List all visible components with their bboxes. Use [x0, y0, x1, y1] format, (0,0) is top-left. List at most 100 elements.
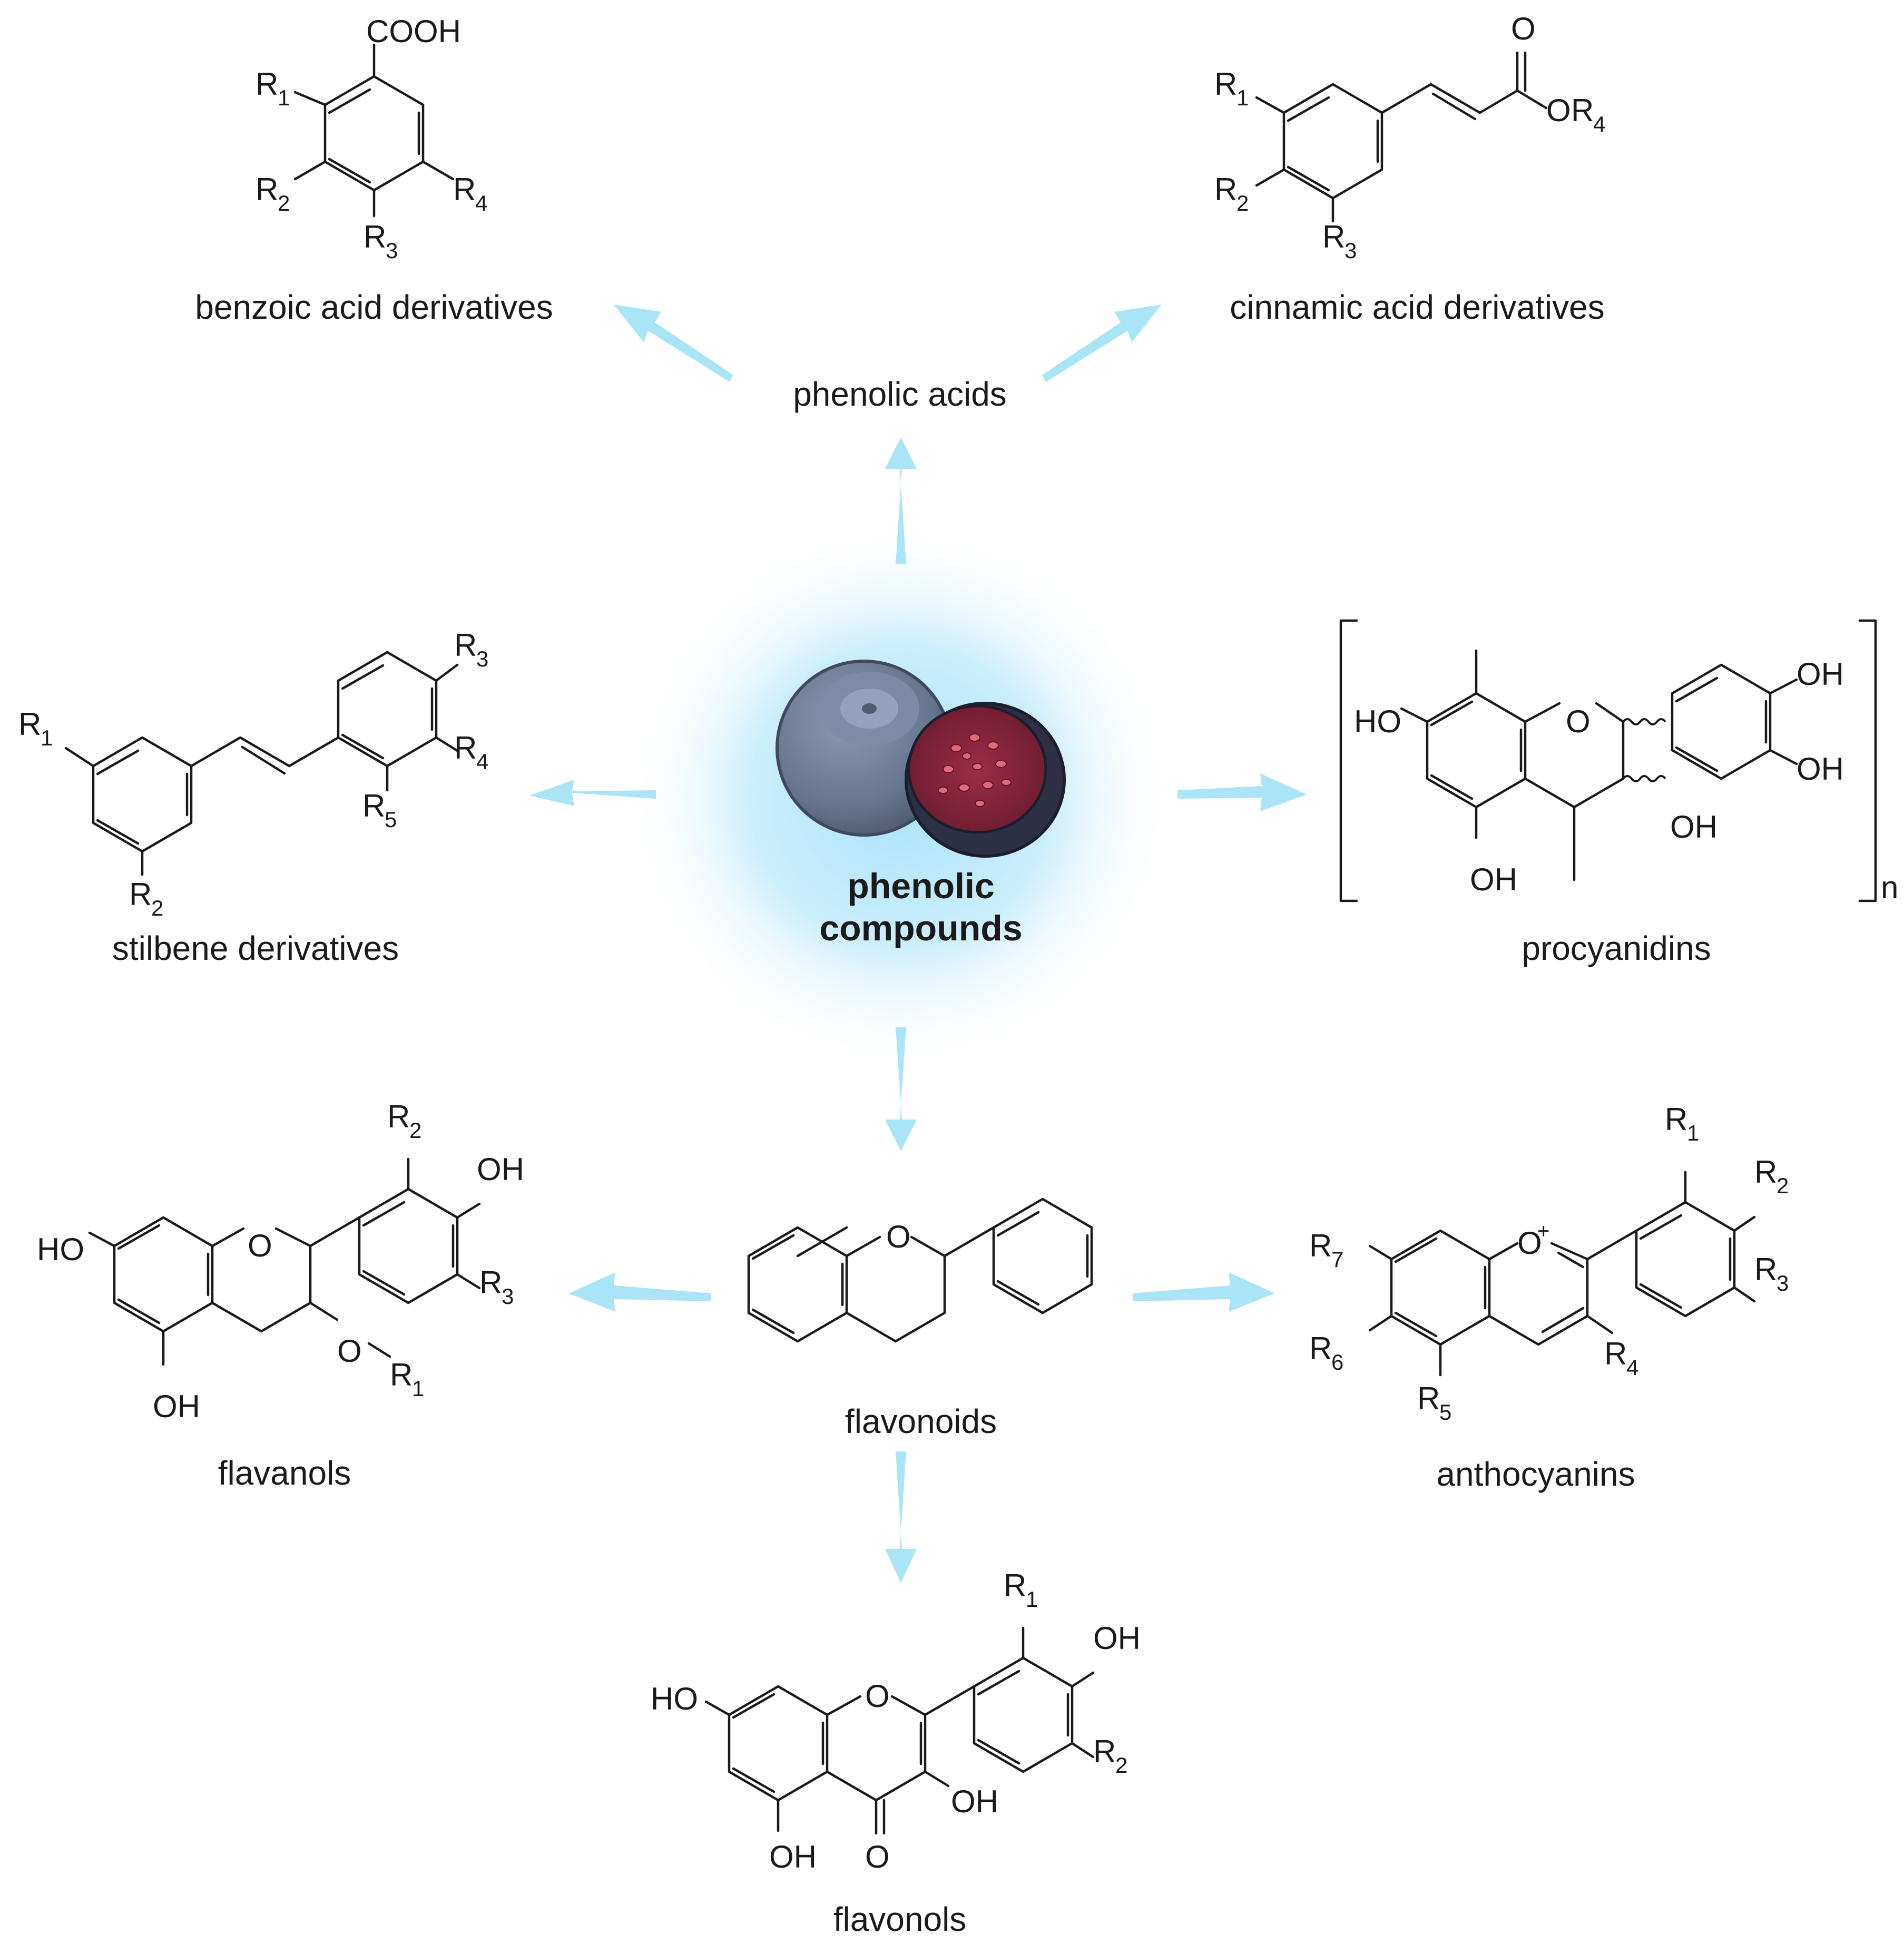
atom-o: O — [1511, 11, 1536, 46]
label-flavonoids: flavonoids — [845, 1402, 997, 1440]
sub-1: 1 — [41, 725, 53, 750]
sub-1: 1 — [412, 1376, 424, 1401]
sub-1: 1 — [1026, 1587, 1038, 1612]
arrow-to-anthocyanins — [1133, 1272, 1275, 1312]
arrow-to-flavonols — [885, 1451, 917, 1583]
sub-1: 1 — [1236, 85, 1249, 110]
sub-2: 2 — [151, 896, 163, 920]
center-node: phenolic compounds — [627, 522, 1175, 1069]
anthocyanins-structure: O + R 1 R 2 R 3 R 4 R 5 R 6 R 7 anthocya… — [1309, 1102, 1789, 1493]
label-cinnamic: cinnamic acid derivatives — [1230, 288, 1604, 326]
atom-r: R — [1754, 1154, 1777, 1190]
sub-1: 1 — [1687, 1121, 1699, 1145]
atom-o: O — [1546, 93, 1571, 128]
atom-o: O — [886, 1219, 911, 1254]
atom-oh: OH — [769, 1839, 817, 1874]
atom-r: R — [1093, 1734, 1116, 1769]
sub-4: 4 — [1626, 1355, 1638, 1380]
atom-cooh: COOH — [366, 14, 461, 49]
sub-3: 3 — [502, 1284, 514, 1309]
center-title-line1: phenolic — [847, 866, 995, 906]
atom-oh: OH — [153, 1389, 200, 1424]
atom-oh: OH — [1797, 751, 1844, 787]
atom-r: R — [1004, 1568, 1026, 1603]
atom-r: R — [362, 788, 385, 823]
sub-4: 4 — [476, 749, 488, 774]
sub-5: 5 — [385, 807, 397, 832]
atom-r: R — [1604, 1336, 1627, 1371]
berries-icon — [776, 660, 1066, 858]
sub-7: 7 — [1331, 1247, 1343, 1272]
sub-3: 3 — [1344, 238, 1357, 263]
atom-ho: HO — [37, 1232, 84, 1267]
label-procyanidins: procyanidins — [1522, 929, 1711, 967]
atom-oh: OH — [1670, 809, 1717, 845]
atom-ho: HO — [651, 1681, 698, 1716]
atom-r: R — [454, 730, 477, 765]
sub-4: 4 — [475, 191, 487, 215]
atom-r: R — [256, 172, 278, 207]
arrow-to-benzoic — [614, 305, 733, 382]
atom-oh: OH — [1093, 1621, 1141, 1656]
atom-r: R — [1309, 1228, 1332, 1263]
label-benzoic: benzoic acid derivatives — [195, 288, 553, 326]
atom-r: R — [1214, 66, 1237, 102]
sub-4: 4 — [1593, 112, 1605, 136]
atom-oh: OH — [477, 1152, 524, 1187]
flavonoids-structure: O flavonoids — [747, 1197, 1093, 1440]
label-stilbene: stilbene derivatives — [112, 929, 399, 967]
flavanols-structure: HO O OH O R 1 R 2 OH R 3 flavanols — [37, 1099, 524, 1492]
arrows — [529, 305, 1307, 1583]
procyanidins-structure: n HO O OH OH OH OH procyanidins — [1339, 619, 1898, 967]
atom-o: O — [1517, 1225, 1542, 1261]
arrow-to-stilbene — [529, 780, 656, 806]
sub-1: 1 — [278, 85, 290, 110]
label-anthocyanins: anthocyanins — [1436, 1455, 1635, 1493]
atom-r: R — [1571, 93, 1594, 128]
atom-o: O — [865, 1678, 890, 1714]
arrow-to-flavonoids — [885, 1027, 917, 1151]
stilbene-structure: R 1 R 2 R 3 R 4 R 5 stilbene derivatives — [18, 627, 488, 967]
flavonols-structure: HO O OH O OH R 1 OH R 2 flavonols — [651, 1568, 1141, 1938]
sub-6: 6 — [1331, 1350, 1343, 1374]
label-phenolic-acids: phenolic acids — [793, 375, 1007, 413]
atom-r: R — [1665, 1102, 1687, 1137]
atom-ho: HO — [1354, 704, 1401, 739]
sub-2: 2 — [1236, 191, 1249, 215]
sub-2: 2 — [1777, 1173, 1789, 1198]
sub-3: 3 — [476, 646, 488, 671]
atom-r: R — [453, 172, 476, 207]
sub-3: 3 — [1777, 1271, 1789, 1295]
atom-r: R — [454, 627, 477, 663]
atom-o: O — [248, 1228, 272, 1263]
atom-oh: OH — [1797, 656, 1844, 692]
arrow-to-flavanols — [569, 1272, 711, 1312]
atom-r: R — [1322, 219, 1345, 254]
center-title-line2: compounds — [819, 908, 1022, 948]
atom-n: n — [1881, 870, 1898, 905]
sub-2: 2 — [278, 191, 290, 215]
atom-r: R — [1754, 1252, 1777, 1287]
arrow-to-cinnamic — [1042, 305, 1162, 382]
atom-r: R — [390, 1357, 413, 1392]
atom-r: R — [387, 1099, 410, 1134]
atom-o: O — [1566, 704, 1591, 739]
sub-3: 3 — [386, 238, 398, 263]
atom-r: R — [479, 1265, 502, 1300]
atom-oh: OH — [951, 1784, 998, 1819]
atom-r: R — [1417, 1381, 1440, 1416]
sub-2: 2 — [409, 1118, 421, 1143]
sub-5: 5 — [1439, 1400, 1451, 1425]
label-flavonols: flavonols — [833, 1900, 967, 1938]
atom-r: R — [129, 877, 152, 912]
benzoic-acid-structure: COOH R 1 R 2 R 4 R 3 benzoic acid deriva… — [195, 14, 553, 326]
atom-oh: OH — [1470, 862, 1517, 897]
sub-2: 2 — [1115, 1753, 1127, 1778]
cinnamic-acid-structure: O O R 4 R 1 R 2 R 3 cinnamic acid deriva… — [1214, 11, 1605, 326]
label-flavanols: flavanols — [218, 1454, 351, 1492]
atom-r: R — [256, 66, 278, 102]
charge-plus: + — [1537, 1220, 1549, 1243]
arrow-center-to-phenolic-acids — [885, 437, 917, 564]
